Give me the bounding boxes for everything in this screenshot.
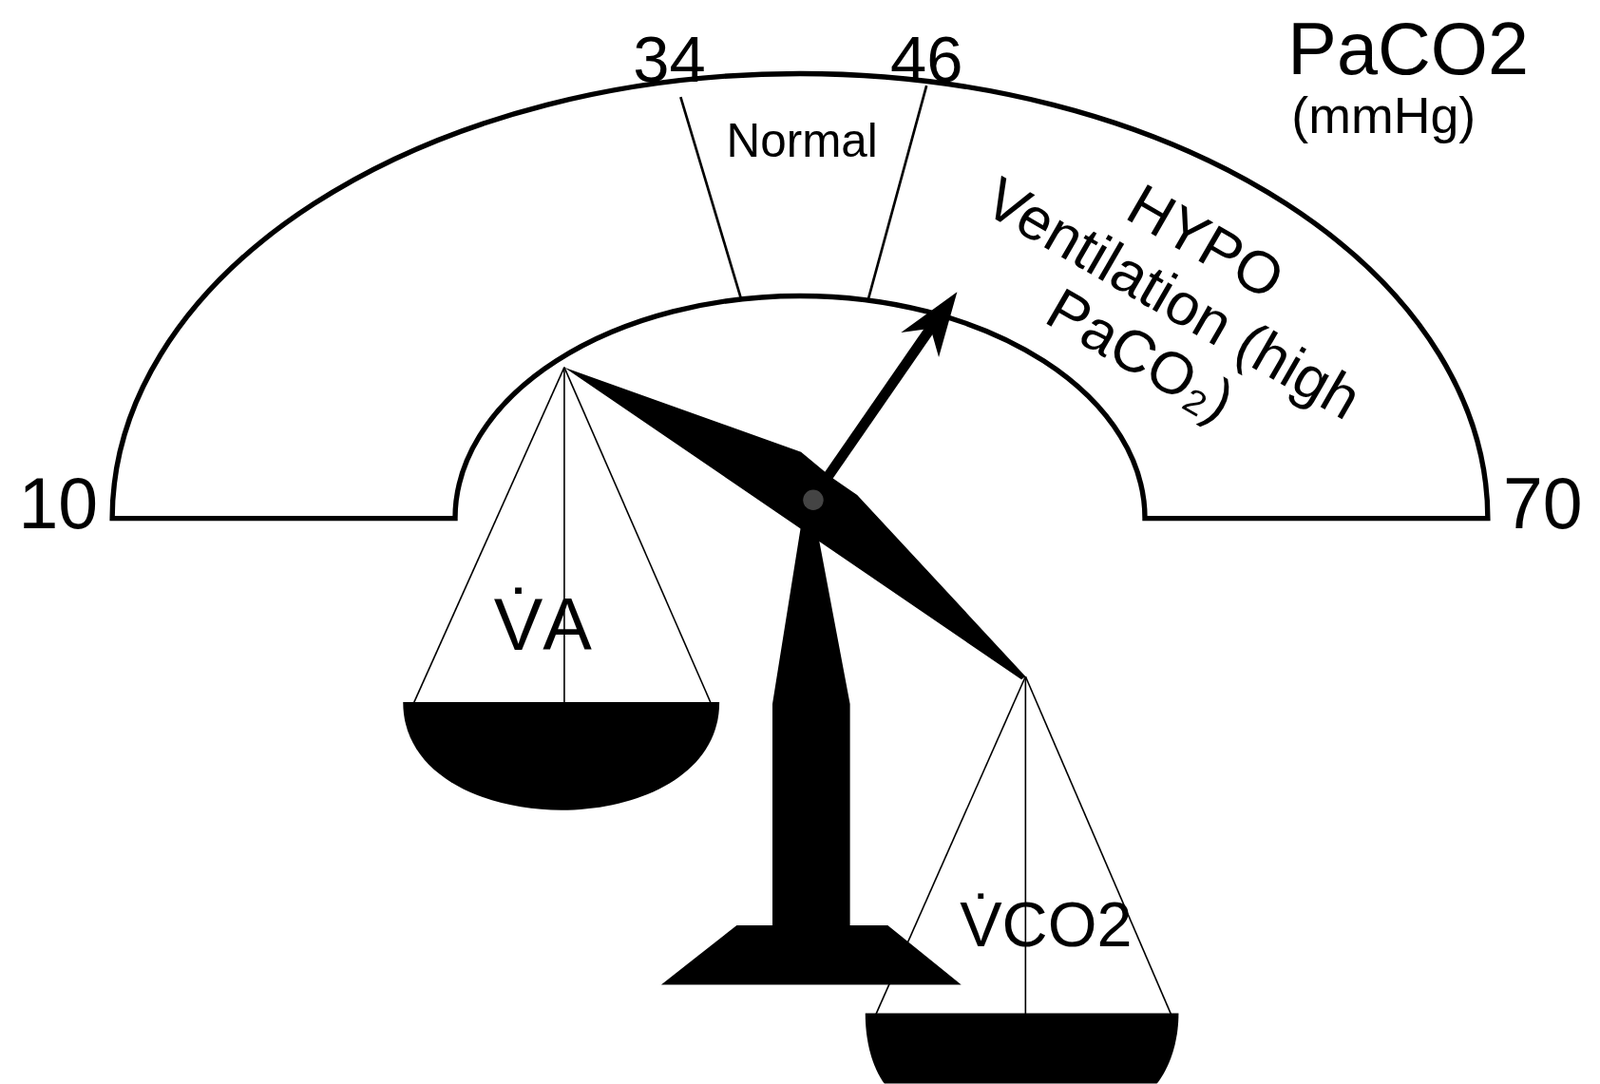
range-label: Normal: [726, 117, 878, 165]
right-pan: [865, 1012, 1180, 1084]
scale-value: 34: [632, 26, 705, 93]
gauge-needle: [824, 319, 937, 482]
scale-value: 70: [1503, 468, 1583, 540]
left-pan: [402, 702, 720, 811]
scale-value: 46: [890, 26, 963, 93]
pan-label: V̇CO2: [959, 893, 1132, 957]
scale-value: 10: [18, 468, 98, 540]
gauge-dial: [112, 73, 1488, 518]
scale-beam: [564, 367, 1026, 681]
pan-label: V̇A: [494, 588, 592, 662]
axis-title: PaCO2: [1287, 12, 1529, 86]
pivot: [802, 490, 823, 511]
pan-strings: [413, 367, 1172, 1016]
axis-unit: (mmHg): [1291, 90, 1476, 142]
needle-head: [900, 291, 957, 358]
